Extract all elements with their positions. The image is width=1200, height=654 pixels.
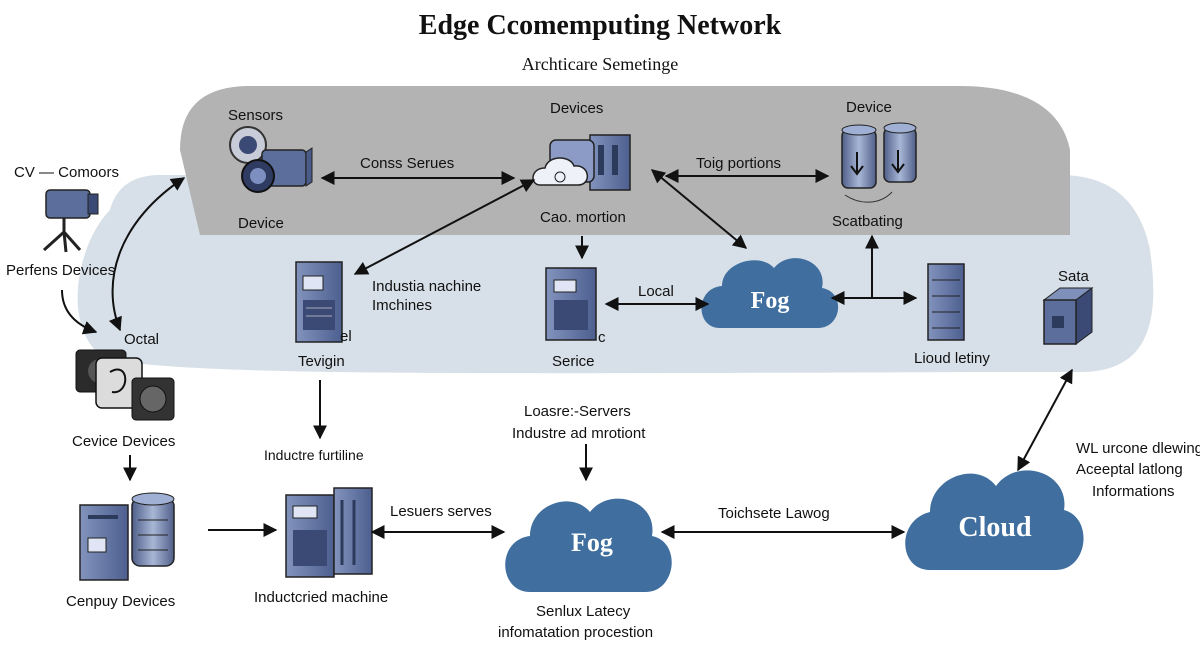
label-infomatation-procestion: infomatation procestion: [498, 624, 654, 641]
label-perfens-devices: Perfens Devices: [6, 262, 116, 279]
label-c-fragment: c: [598, 329, 606, 346]
label-conss-serues: Conss Serues: [360, 155, 455, 172]
industrial-machine-server-icon: [295, 261, 343, 343]
cevice-devices-icon: [75, 349, 175, 421]
fog-cloud-bottom: [505, 498, 672, 592]
label-informations: Informations: [1092, 483, 1175, 500]
label-inductcried-machine: Inductcried machine: [254, 589, 389, 606]
label-cv-cameras: CV — Comoors: [14, 164, 120, 181]
fog-cloud-top-label: Fog: [750, 288, 790, 314]
label-inductre-furtiline: Inductre furtiline: [264, 447, 364, 463]
label-cao-mortion: Cao. mortion: [540, 209, 626, 226]
label-aceeptal-lating: Aceeptal latlong: [1076, 461, 1183, 478]
label-tevigin: Tevigin: [298, 353, 345, 370]
rack-server-icon: [927, 263, 965, 341]
label-lesuers-serves: Lesuers serves: [390, 503, 492, 520]
connector-arrows: [61, 169, 1073, 539]
service-server-icon: [545, 267, 597, 341]
label-serice: Serice: [552, 353, 595, 370]
label-octal: Octal: [124, 331, 160, 348]
fog-cloud-top: [701, 258, 839, 328]
main-cloud-label: Cloud: [958, 512, 1032, 543]
label-toig-portions: Toig portions: [696, 155, 782, 172]
sensor-camera-icon: [229, 126, 313, 193]
label-wc-urcone: WL urcone dlewing: [1076, 440, 1200, 457]
main-cloud: [905, 470, 1084, 570]
cctv-camera-icon: [42, 189, 99, 253]
label-lioud-letiny: Lioud letiny: [914, 350, 990, 367]
label-imchines: Imchines: [372, 297, 433, 314]
storage-cylinders-icon: [841, 122, 917, 203]
cenpuy-devices-icon: [79, 492, 175, 581]
devices-cluster-icon: [532, 134, 631, 191]
label-scatbating: Scatbating: [832, 213, 903, 230]
label-industria-machine: Industia nachine: [372, 278, 482, 295]
label-toichsete-lawog: Toichsete Lawog: [718, 505, 830, 522]
label-senlux-latecy: Senlux Latecy: [536, 603, 631, 620]
label-el-fragment: el: [340, 328, 352, 345]
diagram-title: Edge Ccomemputing Network: [418, 10, 782, 41]
label-local: Local: [638, 283, 674, 300]
label-cenpuy-devices: Cenpuy Devices: [66, 593, 176, 610]
label-device-left: Device: [238, 215, 284, 232]
industrial-machine-servers-icon: [285, 487, 373, 578]
secure-storage-icon: [1042, 287, 1094, 345]
label-cevice-devices: Cevice Devices: [72, 433, 176, 450]
label-device-right: Device: [846, 99, 892, 116]
fog-cloud-bottom-label: Fog: [571, 528, 613, 557]
label-sata: Sata: [1058, 268, 1089, 285]
diagram-subtitle: Archticare Semetinge: [521, 54, 679, 74]
label-industre-ad-mrotiont: Industre ad mrotiont: [512, 425, 646, 442]
label-loasre-servers: Loasre:-Servers: [524, 403, 631, 420]
label-sensors: Sensors: [228, 107, 284, 124]
label-devices: Devices: [550, 100, 604, 117]
